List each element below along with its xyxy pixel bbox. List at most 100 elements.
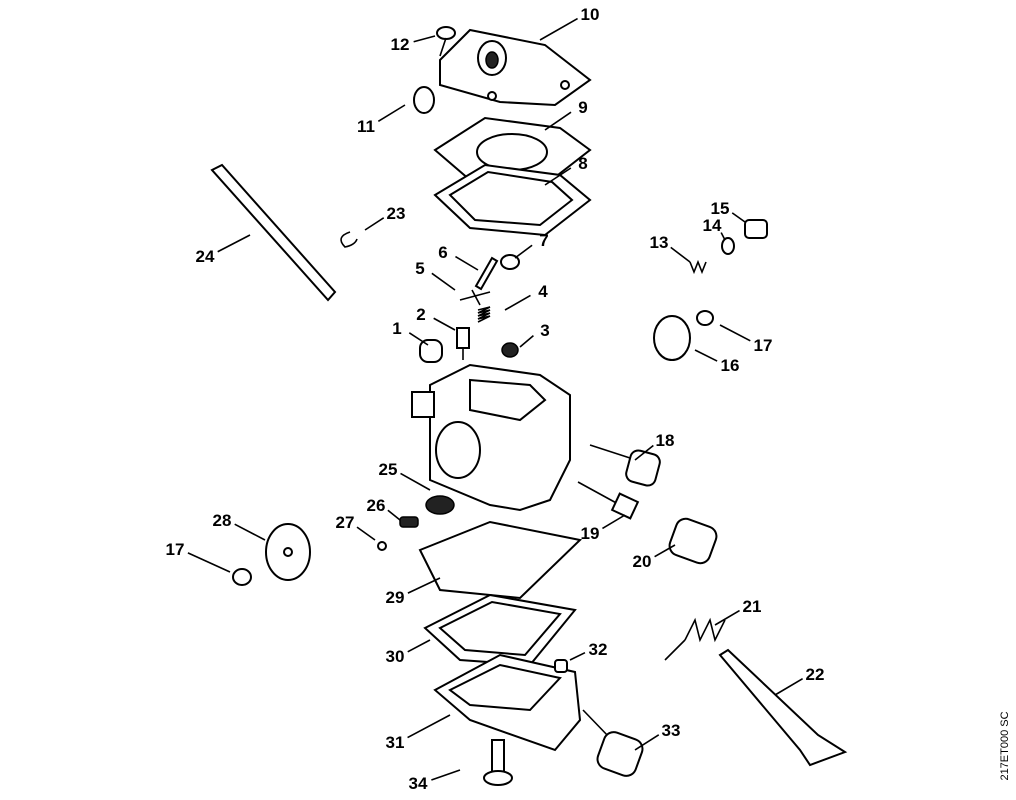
part-spring-13 — [689, 259, 707, 275]
part-cap-20 — [668, 517, 718, 565]
callout-9: 9 — [578, 98, 587, 117]
part-screen-25 — [425, 495, 455, 515]
leader-line — [431, 769, 461, 781]
callout-31: 31 — [386, 733, 405, 752]
leader-line — [407, 714, 451, 739]
leader-line — [455, 255, 479, 271]
callout-21: 21 — [743, 597, 762, 616]
leader-line — [694, 349, 718, 362]
callout-3: 3 — [540, 321, 549, 340]
leader-line — [634, 444, 654, 461]
part-choke-shaft-22 — [718, 648, 848, 767]
leader-line — [720, 232, 726, 241]
part-plate-16 — [653, 315, 691, 361]
part-spring-4 — [477, 306, 491, 323]
leader-line — [407, 577, 441, 594]
leader-line — [602, 514, 626, 530]
part-o-ring-14 — [721, 237, 735, 255]
part-throttle-shaft-24 — [210, 163, 337, 302]
callout-34: 34 — [409, 774, 428, 793]
callout-11: 11 — [357, 117, 375, 136]
leader-line — [731, 212, 746, 223]
part-plug-1 — [419, 339, 443, 363]
part-carburetor-body — [411, 363, 571, 512]
callout-20: 20 — [633, 552, 652, 571]
leader-line — [544, 167, 572, 186]
callout-1: 1 — [392, 319, 401, 338]
callout-22: 22 — [806, 665, 825, 684]
part-screw-33 — [582, 709, 644, 777]
part-screw-34 — [483, 739, 513, 786]
part-pin-32 — [554, 659, 568, 673]
callout-29: 29 — [386, 588, 405, 607]
callout-2: 2 — [416, 305, 425, 324]
callout-32: 32 — [589, 640, 608, 659]
leader-line — [670, 246, 691, 263]
part-screw-7 — [500, 254, 520, 270]
part-o-ring-11 — [413, 86, 435, 114]
part-ball-27 — [377, 541, 387, 551]
callout-23: 23 — [387, 204, 406, 223]
callout-17: 17 — [166, 540, 185, 559]
callout-4: 4 — [538, 282, 548, 301]
leader-line — [519, 335, 534, 348]
leader-line — [569, 651, 586, 661]
callout-33: 33 — [662, 721, 681, 740]
leader-line — [234, 523, 266, 541]
leader-line — [407, 639, 431, 653]
leader-line — [431, 272, 456, 291]
part-pin-6 — [474, 256, 499, 291]
part-spring-26 — [399, 516, 419, 528]
leader-line — [413, 35, 436, 43]
leader-line — [719, 324, 751, 342]
callout-27: 27 — [336, 513, 355, 532]
leader-line — [356, 526, 376, 541]
callout-25: 25 — [379, 460, 398, 479]
leader-line — [387, 509, 401, 521]
leader-line — [544, 111, 572, 131]
part-screw-12 — [436, 26, 456, 57]
leader-line — [774, 677, 804, 696]
part-clip-23 — [340, 231, 358, 248]
callout-30: 30 — [386, 647, 405, 666]
callout-17: 17 — [754, 336, 773, 355]
callout-18: 18 — [656, 431, 675, 450]
callout-16: 16 — [721, 356, 740, 375]
callout-7: 7 — [539, 231, 548, 250]
callout-5: 5 — [415, 259, 424, 278]
part-plate-28 — [265, 523, 311, 581]
part-adjust-screw-19 — [577, 481, 640, 520]
callout-8: 8 — [578, 154, 587, 173]
leader-line — [514, 244, 533, 259]
callout-12: 12 — [391, 35, 410, 54]
leader-line — [408, 332, 429, 346]
leader-line — [364, 217, 385, 231]
leader-line — [433, 317, 456, 331]
leader-line — [504, 294, 531, 311]
leader-line — [377, 104, 406, 122]
part-screw-3 — [501, 342, 519, 358]
callout-19: 19 — [581, 524, 600, 543]
leader-line — [714, 609, 740, 626]
leader-line — [217, 234, 251, 253]
callout-10: 10 — [581, 5, 600, 24]
leader-line — [654, 544, 676, 558]
leader-line — [400, 472, 431, 491]
part-needle-2 — [456, 327, 470, 360]
callout-15: 15 — [711, 199, 730, 218]
callout-14: 14 — [703, 216, 722, 235]
leader-line — [187, 552, 231, 573]
callout-6: 6 — [438, 243, 447, 262]
drawing-code: 217ET000 SC — [999, 711, 1011, 781]
callout-26: 26 — [367, 496, 386, 515]
part-lever-5 — [459, 289, 491, 306]
part-adjust-screw-18 — [589, 444, 661, 487]
callout-28: 28 — [213, 511, 232, 530]
part-end-cover-31 — [433, 653, 582, 752]
part-fitting-15 — [744, 219, 768, 239]
part-spring-21 — [664, 617, 726, 661]
part-gasket-8 — [433, 163, 592, 237]
part-screw-17b — [232, 568, 252, 586]
